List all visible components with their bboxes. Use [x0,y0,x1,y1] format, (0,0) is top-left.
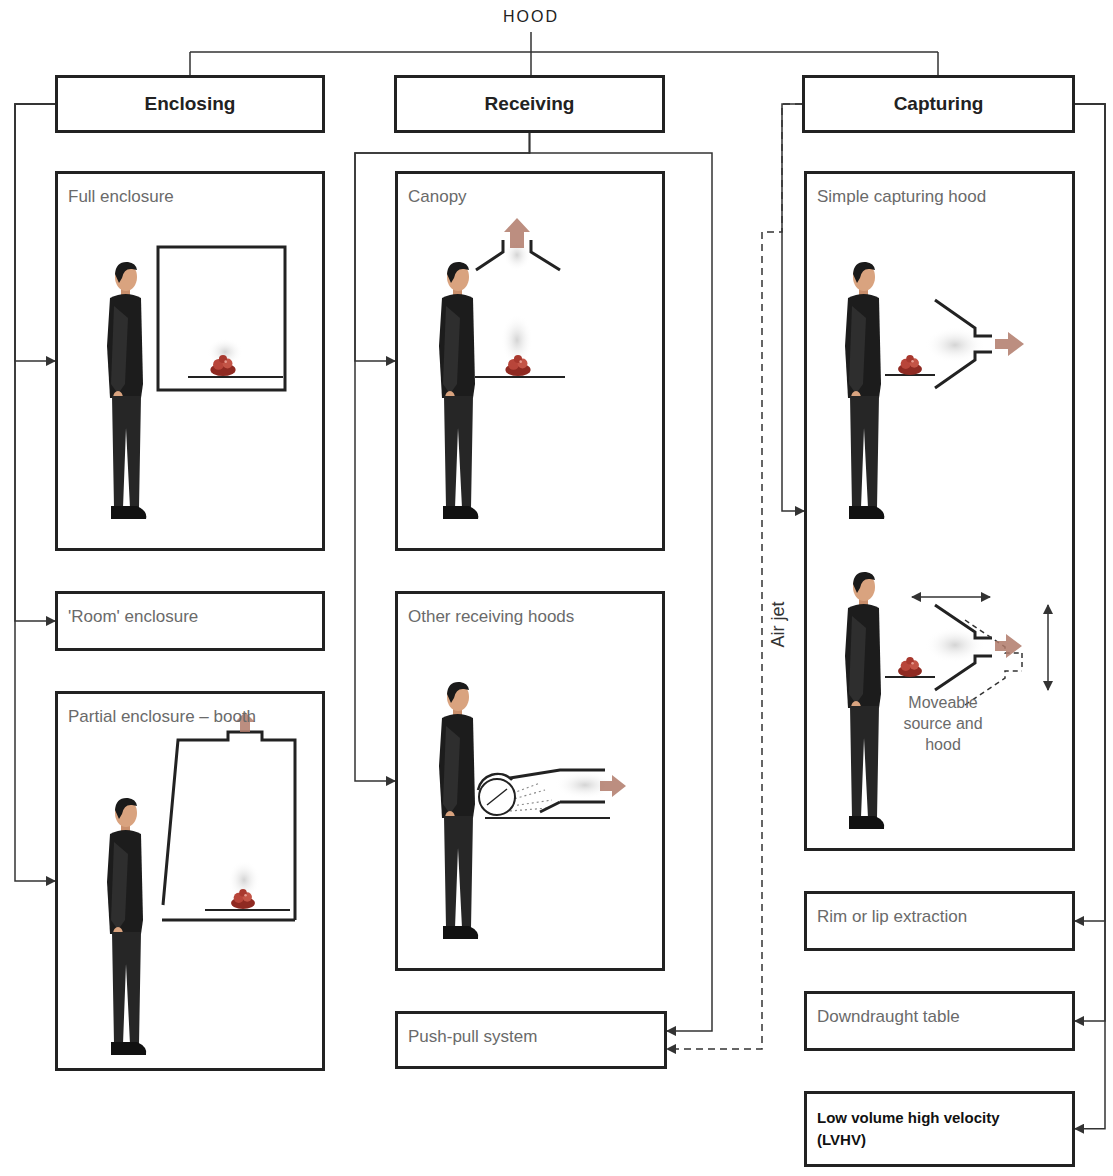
hood-type-box: Partial enclosure – booth [55,691,325,1071]
category-box: Receiving [394,75,665,133]
hood-type-box: Downdraught table [804,991,1075,1051]
diagram-title: HOOD [481,8,581,26]
category-box: Enclosing [55,75,325,133]
category-box: Capturing [802,75,1075,133]
box-label: Rim or lip extraction [817,907,1062,927]
hood-type-box: Push-pull system [395,1011,667,1069]
box-label: Simple capturing hood [817,187,1062,207]
connector [1075,104,1105,921]
hood-type-box: Rim or lip extraction [804,891,1075,951]
hood-type-box: Low volume high velocity (LVHV) [804,1091,1075,1167]
air-jet-connector [667,104,802,1049]
box-label: Low volume high velocity (LVHV) [817,1107,1052,1151]
box-label: Canopy [408,187,652,207]
box-label: Other receiving hoods [408,607,652,627]
connector [15,104,55,361]
connector [1075,104,1105,1021]
connector [355,133,530,361]
box-label: Partial enclosure – booth [68,707,312,727]
box-label: Receiving [485,93,575,115]
figure-label: Moveable source and hood [885,693,1001,755]
hood-type-box: 'Room' enclosure [55,591,325,651]
hood-type-box: Full enclosure [55,171,325,551]
connector-label: Air jet [767,599,788,651]
connector [1075,104,1105,1129]
connector [530,133,713,1031]
hood-type-box: Other receiving hoods [395,591,665,971]
box-label: Full enclosure [68,187,312,207]
connector [15,104,55,881]
connector [15,104,55,621]
box-label: 'Room' enclosure [68,607,312,627]
hood-type-box: Canopy [395,171,665,551]
box-label: Capturing [894,93,984,115]
connector [355,133,530,781]
connector [782,104,804,511]
box-label: Push-pull system [408,1027,654,1047]
box-label: Enclosing [145,93,236,115]
box-label: Downdraught table [817,1007,1062,1027]
